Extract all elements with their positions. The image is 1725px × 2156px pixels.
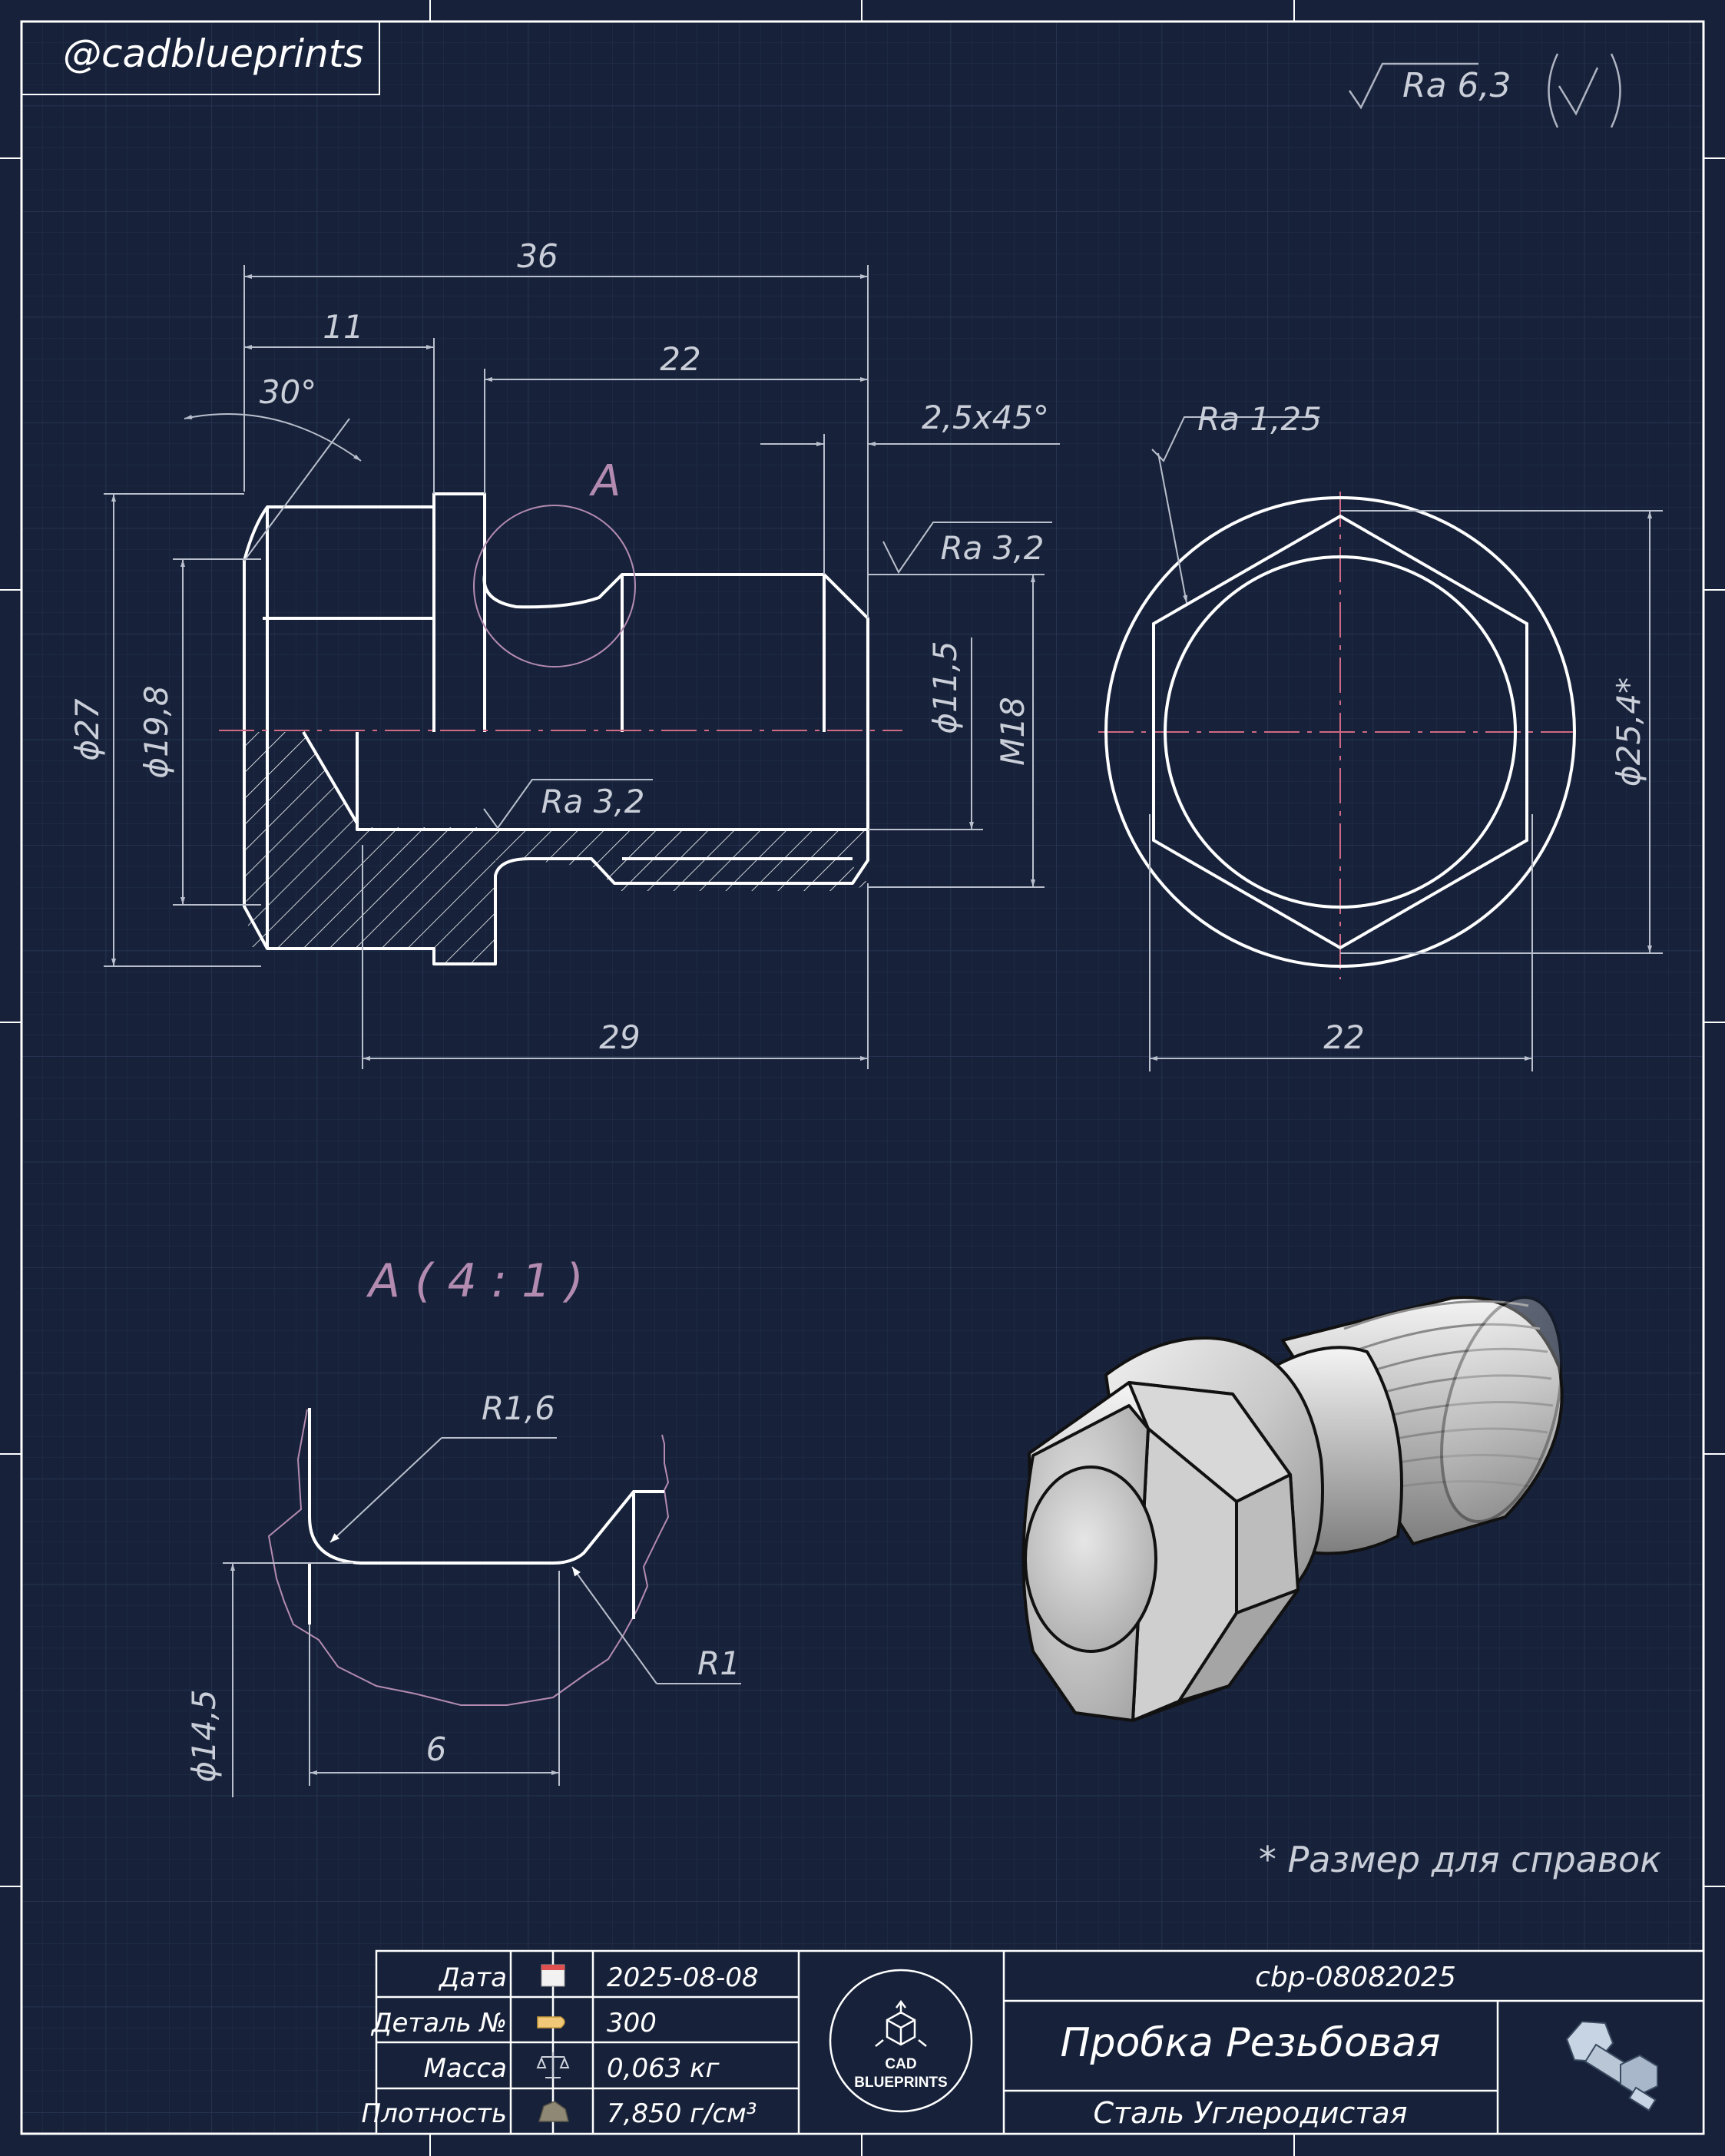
bolt-nut-icon: [1565, 2020, 1658, 2111]
section-view: A: [68, 237, 1060, 1069]
row-value-part-no: 300: [607, 2008, 657, 2038]
dim-6: 6: [426, 1730, 447, 1768]
row-value-mass: 0,063 кг: [607, 2053, 720, 2084]
dim-angle-30: 30°: [260, 373, 316, 411]
general-roughness: [1348, 53, 1621, 128]
handle-box[interactable]: @cadblueprints: [21, 21, 380, 95]
scale-icon: [536, 2052, 570, 2078]
dim-chamfer: 2,5x45°: [922, 399, 1049, 436]
calendar-icon: [541, 1964, 565, 1987]
dim-11: 11: [323, 308, 363, 346]
cube-icon: [875, 1999, 927, 2047]
roughness-hex-face: Ra 1,25: [1197, 400, 1322, 438]
dim-r1-6: R1,6: [482, 1389, 555, 1427]
handle-text: @cadblueprints: [63, 31, 363, 76]
roughness-thread-end: Ra 3,2: [940, 529, 1044, 567]
end-view: ϕ25,4* 22 Ra 1,25: [1098, 400, 1663, 1071]
row-label-date: Дата: [438, 1962, 507, 1993]
reference-note: * Размер для справок: [1259, 1839, 1661, 1880]
dim-dia-25-4: ϕ25,4*: [1610, 677, 1647, 787]
dim-22-thread: 22: [660, 340, 700, 378]
dim-dia-14-5: ϕ14,5: [185, 1689, 223, 1782]
dim-29: 29: [599, 1018, 640, 1056]
rock-icon: [538, 2101, 569, 2122]
general-roughness-label: Ra 6,3: [1402, 66, 1511, 105]
dim-dia-11-5: ϕ11,5: [926, 641, 964, 734]
grid: [22, 22, 1703, 2134]
part-name: Пробка Резьбовая: [1060, 2020, 1440, 2066]
row-label-part-no: Деталь №: [370, 2008, 507, 2038]
detail-view: A ( 4 : 1 ) R1,6 R1 ϕ14,5 6: [185, 1254, 741, 1797]
dim-36: 36: [517, 237, 558, 275]
row-label-density: Плотность: [362, 2098, 507, 2129]
row-value-density: 7,850 г/см³: [607, 2098, 757, 2129]
dim-m18: M18: [994, 697, 1031, 766]
drawing-code: cbp-08082025: [1255, 1962, 1456, 1993]
dim-r1: R1: [697, 1644, 740, 1682]
dim-dia-19-8: ϕ19,8: [137, 685, 175, 778]
title-block: [375, 1949, 1705, 2135]
tag-icon: [537, 2016, 565, 2028]
row-label-mass: Масса: [424, 2053, 507, 2084]
row-value-date: 2025-08-08: [607, 1962, 759, 1993]
detail-marker-a: A: [589, 456, 621, 506]
logo-line-2: BLUEPRINTS: [854, 2075, 947, 2091]
dim-dia-27: ϕ27: [68, 698, 106, 760]
logo-line-1: CAD: [885, 2056, 916, 2072]
plug-3d-render: [1021, 1295, 1564, 1722]
dim-22-flats: 22: [1323, 1018, 1364, 1056]
roughness-bore: Ra 3,2: [541, 783, 644, 820]
detail-title: A ( 4 : 1 ): [366, 1254, 584, 1308]
material: Сталь Углеродистая: [1093, 2096, 1407, 2130]
